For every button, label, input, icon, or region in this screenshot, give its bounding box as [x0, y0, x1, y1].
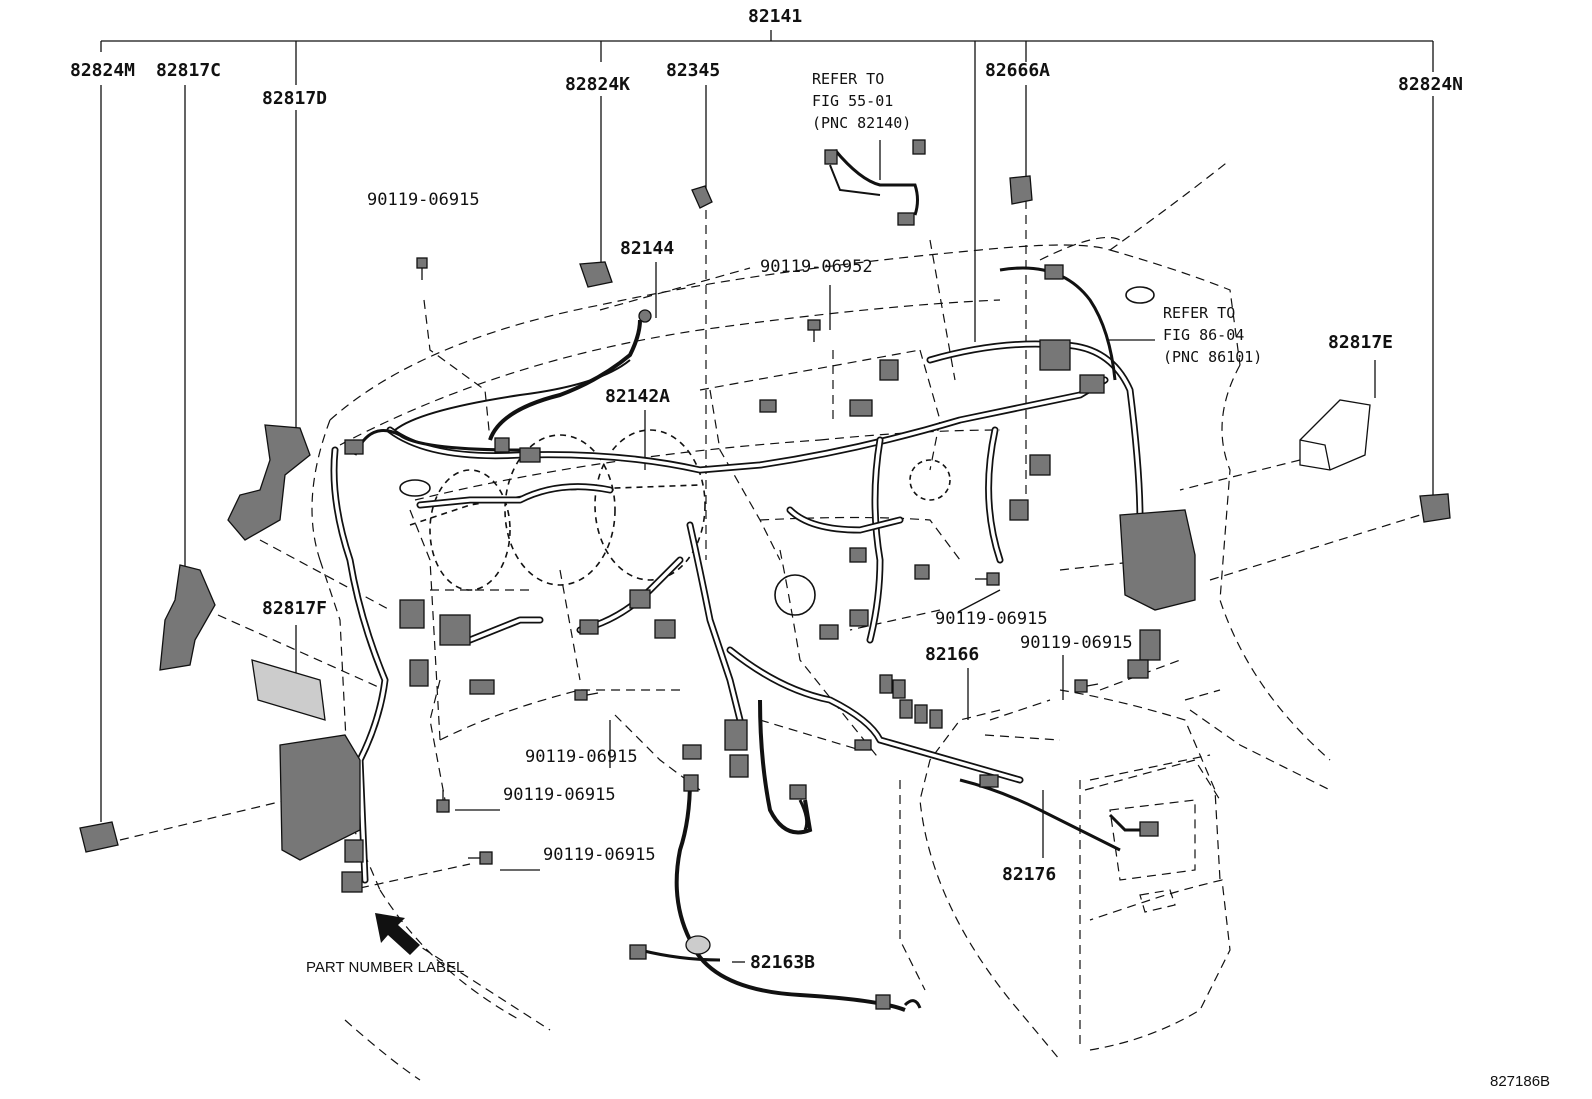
- callout-82817D: 82817D: [262, 88, 327, 109]
- bolt-label: 90119-06915: [935, 609, 1048, 629]
- clip-82666A: [1009, 175, 1033, 205]
- callout-82666A: 82666A: [985, 60, 1050, 81]
- bolt-icon: [975, 572, 1000, 586]
- leader-lines: [100, 52, 1434, 963]
- svg-text:FIG 55-01: FIG 55-01: [812, 92, 893, 110]
- bolt-label: 90119-06915: [367, 190, 480, 210]
- callout-82817C: 82817C: [156, 60, 221, 81]
- bolt-label: 90119-06915: [503, 785, 616, 805]
- relay-block-right: [1119, 509, 1196, 611]
- instrument-panel: [399, 286, 1155, 616]
- bolt-label: 90119-06915: [543, 845, 656, 865]
- svg-text:(PNC 86101): (PNC 86101): [1163, 348, 1262, 366]
- bolt-icon: [436, 790, 450, 813]
- bolt-icon: [416, 257, 428, 280]
- bolt-label: 90119-06915: [1020, 633, 1133, 653]
- reference-note-2: REFER TO FIG 86-04 (PNC 86101): [1163, 304, 1262, 366]
- callout-82176: 82176: [1002, 864, 1056, 885]
- svg-text:REFER TO: REFER TO: [1163, 304, 1235, 322]
- callout-82163B: 82163B: [750, 952, 815, 973]
- bolt-label: 90119-06952: [760, 257, 873, 277]
- callout-82144: 82144: [620, 238, 674, 259]
- box-82817E: [1299, 399, 1371, 471]
- callout-82141: 82141: [748, 6, 802, 27]
- reference-note-1: REFER TO FIG 55-01 (PNC 82140): [812, 70, 911, 132]
- callout-82817F: 82817F: [262, 598, 327, 619]
- clip-82824K: [579, 261, 613, 288]
- bolt-icon: [807, 319, 821, 342]
- svg-text:FIG 86-04: FIG 86-04: [1163, 326, 1244, 344]
- bolt-icon: [574, 689, 599, 701]
- callout-82824M: 82824M: [70, 60, 135, 81]
- clip-82824M: [79, 821, 119, 853]
- callout-82166: 82166: [925, 644, 979, 665]
- bolt-icon: [468, 851, 493, 865]
- bracket-82817D: [227, 424, 311, 541]
- callout-82824N: 82824N: [1398, 74, 1463, 95]
- components: [79, 139, 1451, 1010]
- svg-text:REFER TO: REFER TO: [812, 70, 884, 88]
- svg-text:(PNC 82140): (PNC 82140): [812, 114, 911, 132]
- clip-82824N: [1419, 493, 1451, 523]
- bolt-icon: [1074, 679, 1099, 693]
- assembly-bracket: [100, 30, 1434, 52]
- vehicle-body-outline: [311, 159, 1331, 1081]
- grommet-82144: [638, 309, 652, 323]
- arrow-icon: [375, 913, 420, 955]
- bolt-label: 90119-06915: [525, 747, 638, 767]
- part-number-label-text: PART NUMBER LABEL: [306, 959, 464, 976]
- callout-82345: 82345: [666, 60, 720, 81]
- junction-block: [279, 734, 361, 861]
- bracket-82817C: [159, 564, 216, 671]
- bolts: [416, 257, 1099, 865]
- connector-82345: [691, 185, 713, 209]
- callout-82142A: 82142A: [605, 386, 670, 407]
- callout-82817E: 82817E: [1328, 332, 1393, 353]
- callout-82824K: 82824K: [565, 74, 630, 95]
- cover-82817F: [251, 659, 326, 721]
- figure-id: 827186B: [1490, 1073, 1550, 1090]
